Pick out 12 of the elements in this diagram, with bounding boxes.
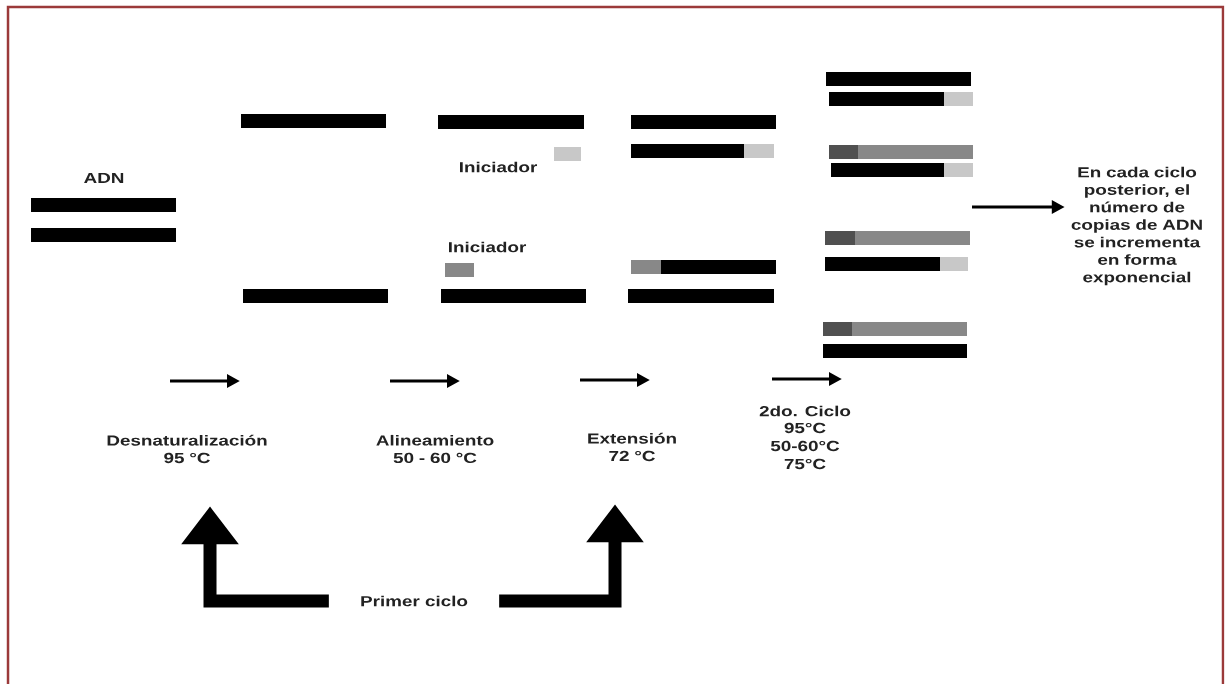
strand-label: ADN: [84, 173, 124, 183]
step-label: Desnaturalización 95 °C: [107, 434, 267, 464]
cycle-label: 75°C: [784, 458, 826, 470]
cycle-label: 2do. Ciclo: [759, 405, 851, 417]
cycle-label: 50-60°C: [770, 440, 840, 452]
note-text: En cada ciclo posterior, el número de copias de ADN se incrementa en forma exponencial: [1071, 166, 1202, 286]
cycle-label: Primer ciclo: [361, 595, 468, 607]
step-label: Alineamiento 50 - 60 °C: [376, 434, 494, 464]
primer-label: Iniciador: [449, 241, 526, 253]
step-label: Extensión 72 °C: [588, 432, 676, 462]
primer-label: Iniciador: [460, 161, 537, 173]
cycle-label: 95°C: [784, 422, 826, 434]
